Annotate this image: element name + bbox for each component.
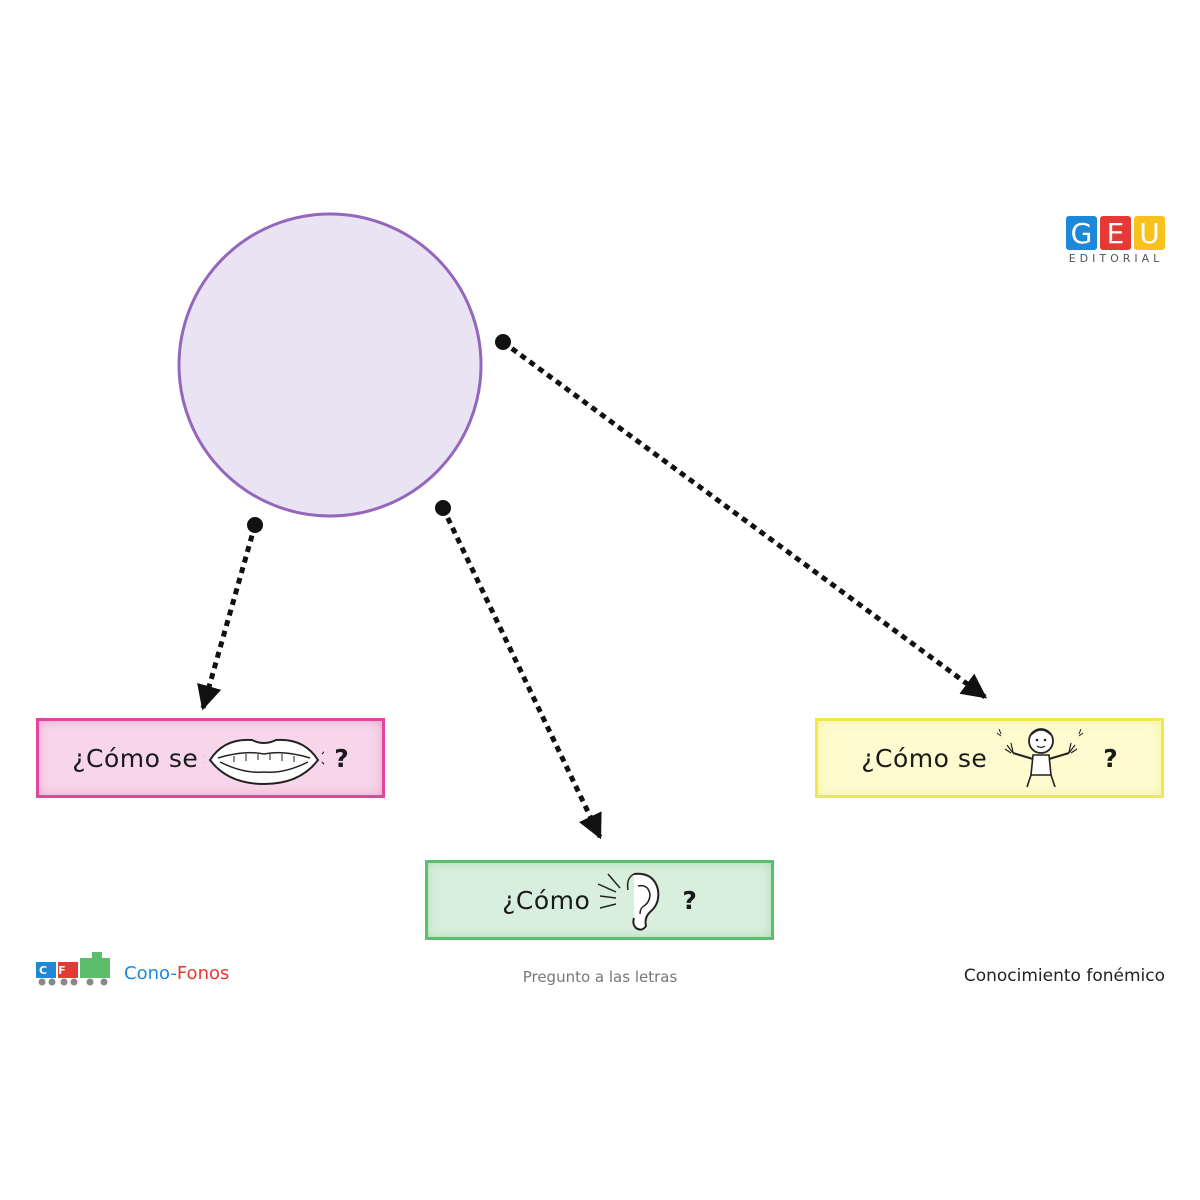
connector-arrow-feel [501, 339, 988, 700]
cono-fonos-brand: CF Cono- Fonos [34, 952, 244, 986]
brand-name-second: Fonos [176, 963, 230, 984]
question-prefix: ¿Cómo [502, 885, 591, 915]
question-prefix: ¿Cómo se [72, 743, 199, 773]
geu-editorial-logo: G E U EDITORIAL [1066, 216, 1166, 266]
question-box-say: ¿Cómo se ? [36, 718, 385, 798]
question-prefix: ¿Cómo se [861, 743, 988, 773]
logo-letter-u: U [1134, 216, 1165, 250]
question-box-hear: ¿Cómo ? [425, 860, 774, 940]
center-circle [177, 212, 483, 518]
question-mark: ? [682, 885, 697, 915]
connector-arrow-say [197, 524, 258, 711]
footer-right-text: Conocimiento fonémico [963, 966, 1165, 986]
connectors [197, 334, 988, 840]
logo-subtitle: EDITORIAL [1068, 252, 1164, 265]
ear-icon [598, 872, 660, 931]
logo-letter-e: E [1100, 216, 1131, 250]
brand-mark: CF [39, 964, 77, 977]
question-mark: ? [1103, 743, 1118, 773]
logo-letter-g: G [1066, 216, 1097, 250]
train-logo-icon [36, 952, 110, 986]
connector-arrow-hear [440, 506, 603, 840]
brand-name-first: Cono- [124, 963, 177, 984]
footer-center-text: Pregunto a las letras [522, 968, 678, 986]
question-box-feel: ¿Cómo se ? [815, 718, 1164, 798]
question-mark: ? [334, 743, 349, 773]
connector-start-dot [247, 517, 263, 533]
child-dancing-icon [996, 728, 1084, 788]
mouth-icon [204, 738, 325, 786]
